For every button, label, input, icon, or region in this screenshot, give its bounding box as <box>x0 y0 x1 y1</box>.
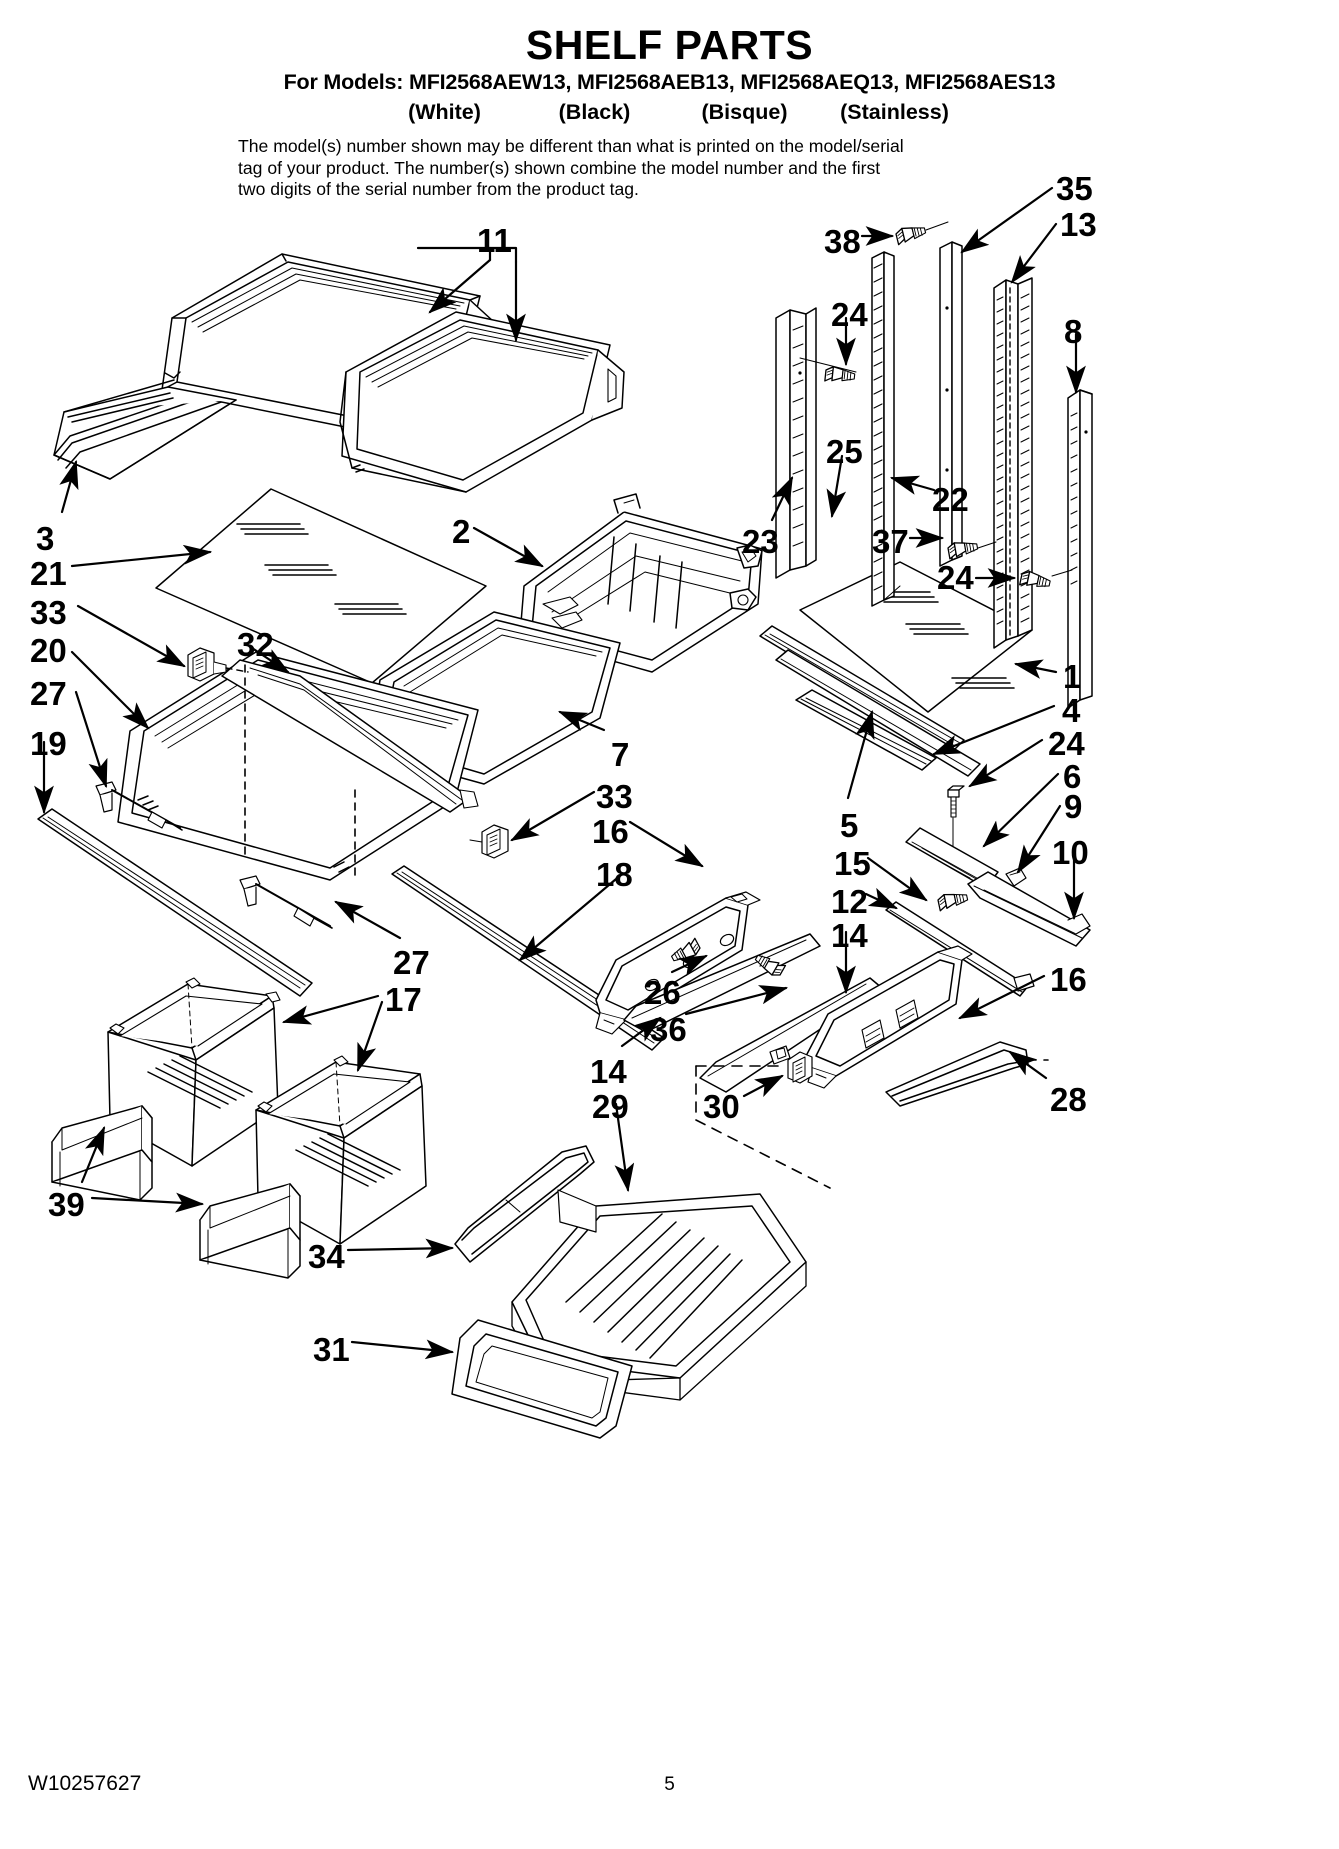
callout-26: 26 <box>644 974 681 1011</box>
callout-28: 28 <box>1050 1081 1087 1118</box>
page-number: 5 <box>664 1774 675 1795</box>
callout-15: 15 <box>834 845 871 882</box>
callout-39: 39 <box>48 1186 85 1223</box>
color-stainless: (Stainless) <box>840 100 949 124</box>
callout-22: 22 <box>932 481 969 518</box>
callout-7: 7 <box>611 736 630 773</box>
callout-14-a: 14 <box>831 917 868 954</box>
callout-31: 31 <box>313 1331 350 1368</box>
callout-18: 18 <box>596 856 633 893</box>
callout-37: 37 <box>872 523 909 560</box>
part-35-vertical-rail <box>939 241 963 567</box>
part-8-vertical-rail <box>1067 389 1093 709</box>
callout-29: 29 <box>592 1088 629 1125</box>
part-10-right-track <box>967 867 1091 947</box>
part-39-drawer-front-lower <box>199 1183 301 1279</box>
leader-lines <box>34 186 1086 1360</box>
callout-32: 32 <box>237 626 274 663</box>
callout-10: 10 <box>1052 834 1089 871</box>
callout-24-b: 24 <box>937 559 974 596</box>
callout-11: 11 <box>477 222 512 259</box>
part-38-screw <box>894 222 928 246</box>
callout-9: 9 <box>1064 788 1083 825</box>
callout-27-b: 27 <box>393 944 430 981</box>
callout-24-c: 24 <box>1048 725 1085 762</box>
callout-24-a: 24 <box>831 296 868 333</box>
part-21-glass-shelf <box>155 488 487 684</box>
part-20-shelf-frame-assembly <box>117 647 509 881</box>
color-variant-row: (White) (Black) (Bisque) (Stainless) <box>0 100 1339 125</box>
page-title: SHELF PARTS <box>525 22 814 68</box>
callout-34: 34 <box>308 1238 345 1275</box>
part-27-support-rods <box>95 781 333 929</box>
callout-12: 12 <box>831 883 868 920</box>
callout-6: 6 <box>1063 758 1082 795</box>
callout-20: 20 <box>30 632 67 669</box>
callout-21: 21 <box>30 555 67 592</box>
callout-16-a: 16 <box>592 813 629 850</box>
color-bisque: (Bisque) <box>701 100 788 124</box>
callout-27-a: 27 <box>30 675 67 712</box>
part-30-clip <box>695 1051 1049 1189</box>
callout-33-b: 33 <box>596 778 633 815</box>
part-28-wire-handle <box>885 1041 1029 1107</box>
callout-35: 35 <box>1056 170 1093 207</box>
part-14-drawer-slide <box>699 977 883 1093</box>
callout-23: 23 <box>742 523 779 560</box>
callout-8: 8 <box>1064 313 1083 350</box>
callout-2: 2 <box>452 513 471 550</box>
part-24-screw-a <box>824 365 857 385</box>
part-2-shelf-carriage <box>519 493 763 673</box>
callout-19: 19 <box>30 725 67 762</box>
part-25-ladder-rail <box>871 251 901 607</box>
callout-38: 38 <box>824 223 861 260</box>
part-34-divider <box>454 1145 595 1263</box>
part-17-crisper-drawer-upper <box>107 977 281 1167</box>
callout-16-b: 16 <box>1050 961 1087 998</box>
color-white: (White) <box>408 100 481 124</box>
part-17-crisper-drawer-lower <box>255 1055 427 1245</box>
callout-4: 4 <box>1062 692 1081 729</box>
callout-30: 30 <box>703 1088 740 1125</box>
callout-33-a: 33 <box>30 594 67 631</box>
callout-36: 36 <box>650 1011 687 1048</box>
part-16-right-track <box>805 945 973 1089</box>
part-15-screw <box>936 889 970 912</box>
model-number-note: The model(s) number shown may be differe… <box>238 136 904 199</box>
part-13-perforated-rail <box>993 277 1033 649</box>
color-black: (Black) <box>558 100 631 124</box>
document-number: W10257627 <box>28 1772 142 1795</box>
callout-14-b: 14 <box>590 1053 627 1090</box>
model-list: For Models: MFI2568AEW13, MFI2568AEB13, … <box>283 70 1056 94</box>
callout-17: 17 <box>385 981 422 1018</box>
callout-1: 1 <box>1063 658 1082 695</box>
part-31-drawer-cover <box>451 1319 633 1439</box>
part-23-vertical-rail <box>775 307 817 579</box>
callout-3: 3 <box>36 520 55 557</box>
part-11-shelf-frames <box>53 253 625 493</box>
callout-13: 13 <box>1060 206 1097 243</box>
callout-5: 5 <box>840 807 859 844</box>
part-9-mount-bracket <box>905 785 999 889</box>
part-5-trim-rail <box>759 625 981 777</box>
callout-25: 25 <box>826 433 863 470</box>
